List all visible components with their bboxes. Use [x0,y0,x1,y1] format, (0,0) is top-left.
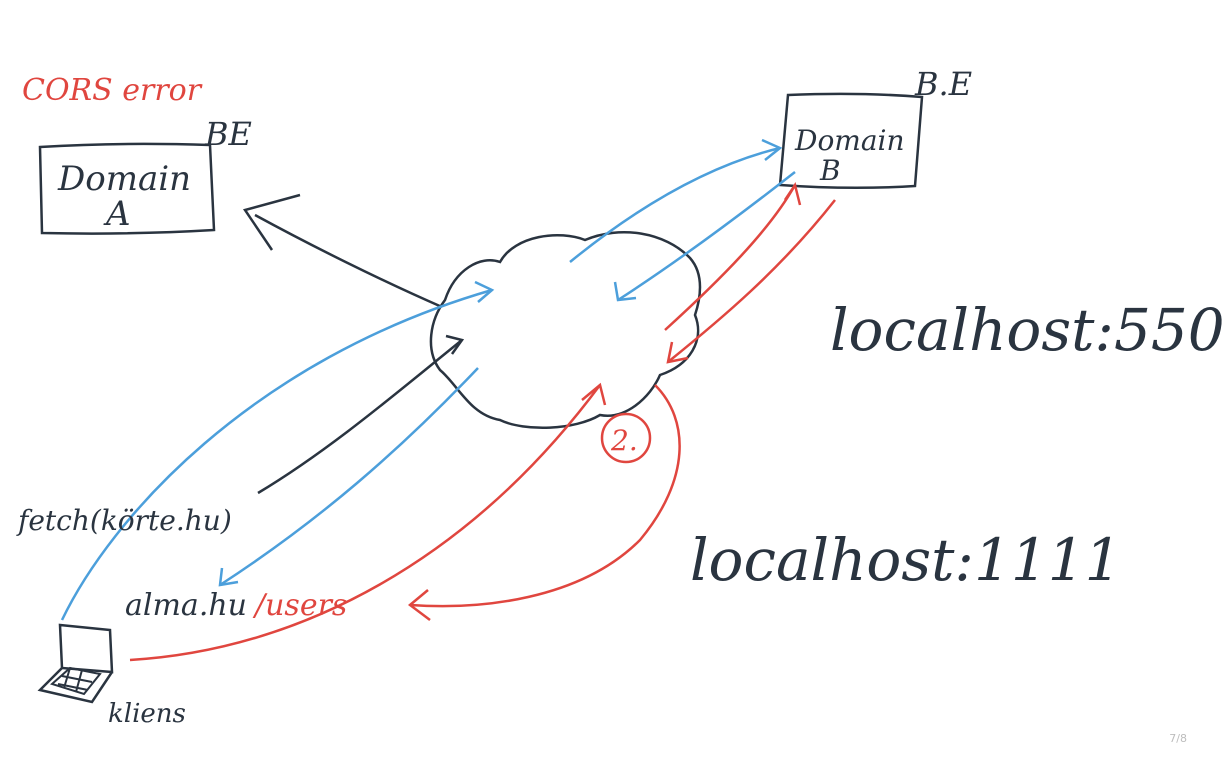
blue-arrowhead-client [218,567,239,587]
red-arrowhead-cloud [666,341,689,364]
domain-a-box: Domain A [38,142,216,235]
blue-arrow-cloud-to-domain-b [569,146,781,263]
dark-arrowhead-cloud [445,334,465,355]
domain-b-box: Domain B [778,92,924,190]
domain-b-label: Domain [794,124,905,157]
be-label-right: B.E [914,65,972,103]
alma-host-label: alma.hu [125,588,247,623]
be-label-left: BE [204,115,252,153]
cors-error-label: CORS error [22,73,203,108]
blue-arrow-client-to-cloud [60,288,493,621]
step-marker-circle [600,412,652,464]
client-label: kliens [108,699,186,729]
users-path-label: /users [252,588,347,623]
red-arrow-cloud-to-domain-b [664,184,797,331]
domain-a-letter: A [103,194,131,234]
red-arrowhead-cloud-bottom [581,382,607,406]
laptop-icon [37,623,114,704]
blue-arrowhead-domain-b [761,138,783,161]
dark-arrow-cloud-to-domain-a [254,213,443,309]
blue-arrowhead-cloud-return [613,281,637,302]
dark-arrowhead-domain-a [242,193,301,251]
dark-arrow-client-to-cloud [257,339,463,495]
fetch-call-label: fetch(körte.hu) [16,504,232,537]
internet-cloud [429,230,702,430]
localhost-5500-label: localhost:5500 [830,296,1223,364]
step-marker-label: 2. [610,424,638,457]
blue-arrow-cloud-to-client [219,367,479,587]
red-arrow-domain-b-to-cloud [667,199,836,363]
red-arrowhead-alma [407,589,431,621]
red-arrow-client-to-cloud [129,384,602,662]
red-arrow-cloud-to-alma [409,384,681,608]
red-arrowhead-domain-b [783,181,802,206]
localhost-1111-label: localhost:1111 [690,526,1122,594]
domain-b-letter: B [819,154,841,187]
domain-a-label: Domain [57,159,191,199]
blue-arrow-domain-b-to-cloud [617,171,796,302]
blue-arrowhead-cloud [474,280,495,303]
page-number: 7/8 [1169,732,1187,745]
